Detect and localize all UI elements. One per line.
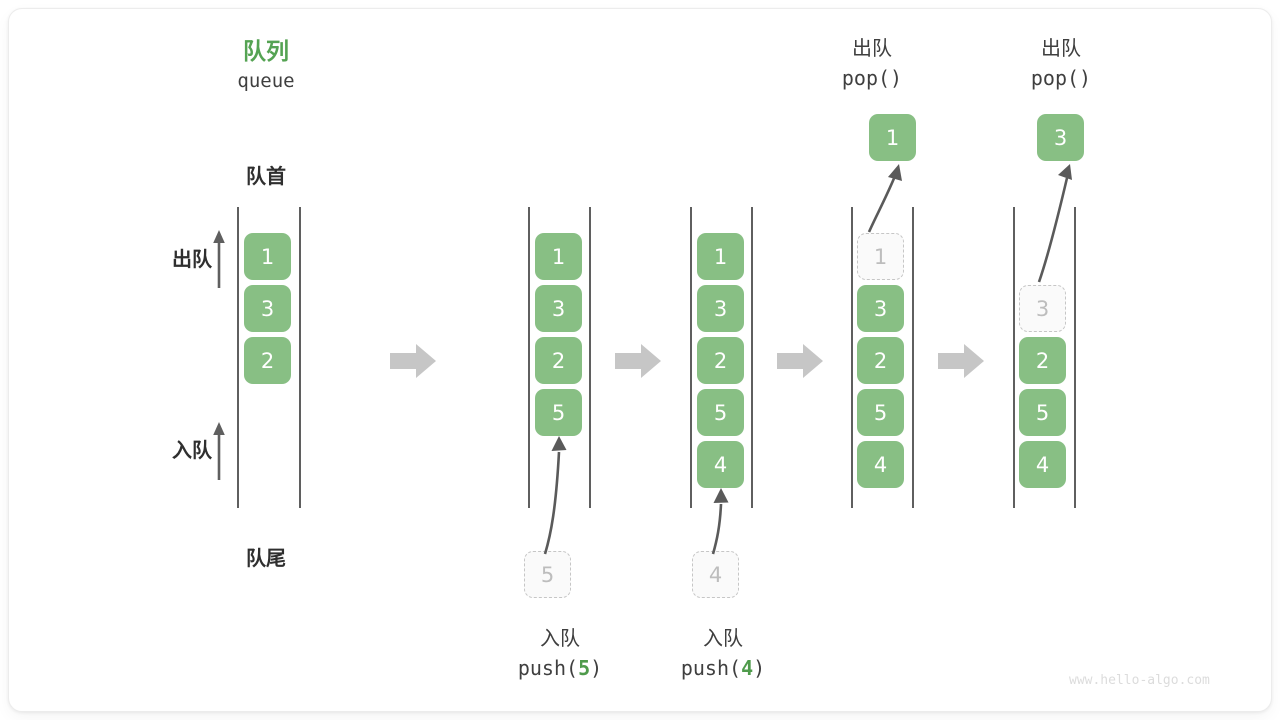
enqueue-direction-arrow (213, 422, 225, 480)
popped-element: 3 (1037, 114, 1084, 161)
queue-cell-ghost: 3 (1019, 285, 1066, 332)
dequeue-direction-arrow (213, 230, 225, 288)
queue-cell: 4 (697, 441, 744, 488)
pop1-label-code: pop() (841, 66, 903, 90)
push5-label-cn: 入队 (540, 626, 580, 650)
label-enqueue: 入队 (172, 438, 212, 462)
queue-cell: 5 (857, 389, 904, 436)
label-front: 队首 (246, 164, 286, 188)
queue-cell: 3 (697, 285, 744, 332)
pop-arrow-1 (867, 164, 902, 233)
step-arrow-icon (777, 344, 823, 378)
pop-arrow-3 (1037, 164, 1072, 283)
queue-rail-left-1 (237, 207, 239, 508)
queue-rail-left-3 (690, 207, 692, 508)
queue-cell: 2 (1019, 337, 1066, 384)
queue-rail-right-5 (1074, 207, 1076, 508)
queue-rail-left-4 (851, 207, 853, 508)
pop2-label-code: pop() (1030, 66, 1092, 90)
push5-label-code: push(5) (480, 656, 640, 680)
pop1-label-cn: 出队 (852, 36, 892, 60)
queue-cell: 1 (244, 233, 291, 280)
queue-rail-left-5 (1013, 207, 1015, 508)
queue-rail-left-2 (528, 207, 530, 508)
queue-rail-right-4 (912, 207, 914, 508)
queue-cell: 3 (857, 285, 904, 332)
push4-code-suffix: ) (753, 656, 766, 680)
queue-cell: 3 (244, 285, 291, 332)
push4-label-cn: 入队 (703, 626, 743, 650)
page-title-en: queue (237, 70, 295, 92)
pop2-label-cn: 出队 (1041, 36, 1081, 60)
queue-cell: 2 (857, 337, 904, 384)
push5-code-suffix: ) (590, 656, 603, 680)
step-arrow-icon (390, 344, 436, 378)
queue-cell: 2 (697, 337, 744, 384)
queue-cell: 1 (535, 233, 582, 280)
queue-cell: 4 (857, 441, 904, 488)
push-arrow-4 (711, 488, 729, 555)
queue-cell: 1 (697, 233, 744, 280)
queue-cell: 2 (535, 337, 582, 384)
watermark: www.hello-algo.com (1069, 673, 1210, 688)
push4-label-code: push(4) (643, 656, 803, 680)
queue-cell: 5 (535, 389, 582, 436)
push4-code-num: 4 (741, 656, 754, 680)
push5-code-num: 5 (578, 656, 591, 680)
step-arrow-icon (938, 344, 984, 378)
queue-rail-right-1 (299, 207, 301, 508)
incoming-element-ghost: 4 (692, 551, 739, 598)
label-dequeue: 出队 (172, 247, 212, 271)
label-rear: 队尾 (246, 546, 286, 570)
push5-code-prefix: push( (517, 656, 579, 680)
queue-cell: 4 (1019, 441, 1066, 488)
queue-cell-ghost: 1 (857, 233, 904, 280)
queue-cell: 5 (1019, 389, 1066, 436)
queue-cell: 2 (244, 337, 291, 384)
queue-cell: 5 (697, 389, 744, 436)
step-arrow-icon (615, 344, 661, 378)
queue-rail-right-3 (751, 207, 753, 508)
queue-rail-right-2 (589, 207, 591, 508)
page-title-cn: 队列 (243, 39, 289, 65)
popped-element: 1 (869, 114, 916, 161)
queue-cell: 3 (535, 285, 582, 332)
push-arrow-5 (543, 436, 567, 555)
incoming-element-ghost: 5 (524, 551, 571, 598)
push4-code-prefix: push( (680, 656, 742, 680)
